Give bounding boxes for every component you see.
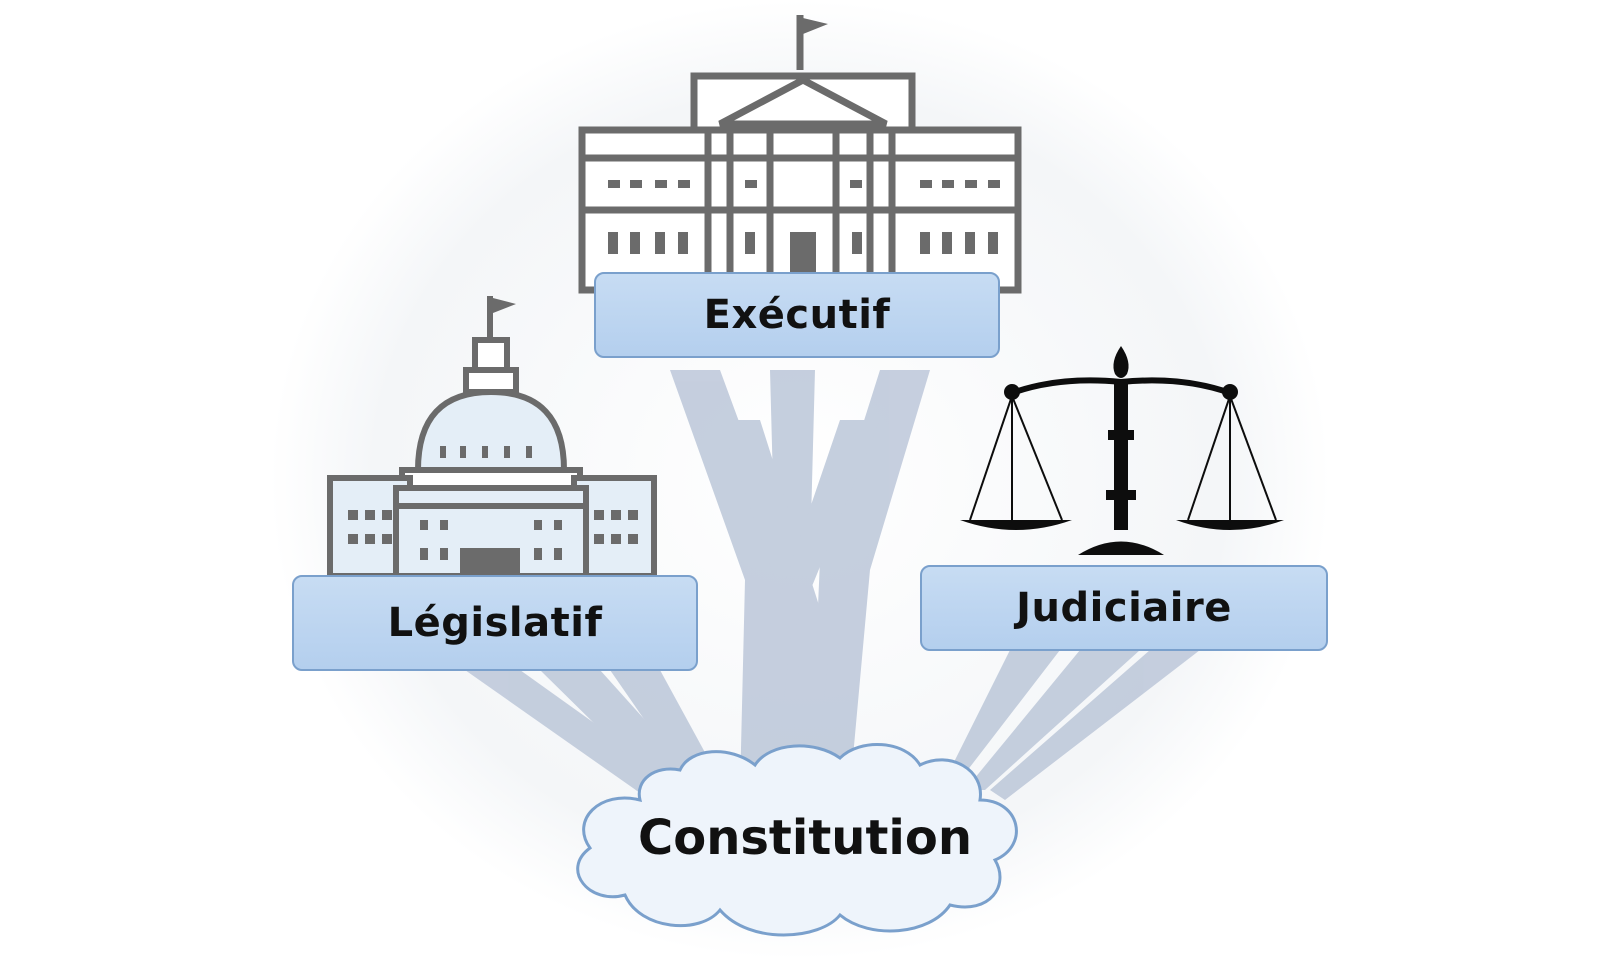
judicial-branch-label: Judiciaire (920, 565, 1328, 651)
constitution-label: Constitution (637, 810, 972, 866)
scales-of-justice-icon (960, 346, 1284, 555)
executive-branch-label: Exécutif (594, 272, 1000, 358)
constitution-cloud (576, 742, 1018, 937)
legislative-branch-label: Législatif (292, 575, 698, 671)
tree-roots (465, 370, 1200, 800)
white-house-icon (578, 15, 1022, 294)
